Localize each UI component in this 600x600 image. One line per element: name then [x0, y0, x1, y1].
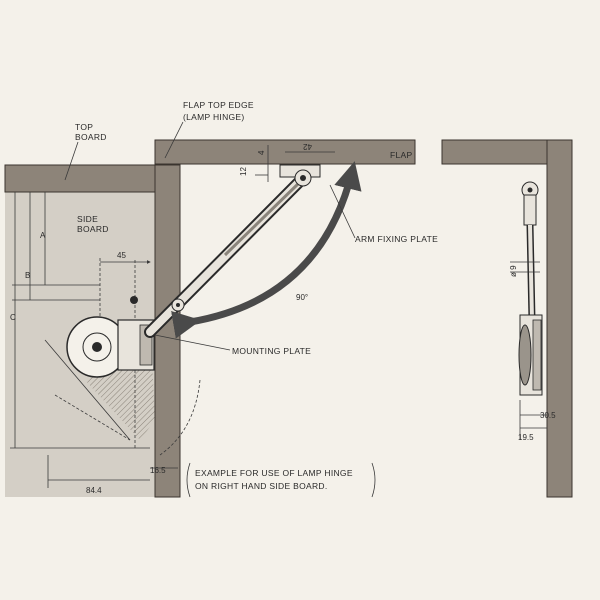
dim-a: A [40, 231, 46, 240]
dim-42: 42 [303, 142, 312, 151]
dim-b: B [25, 271, 30, 280]
right-view-flap [441, 139, 548, 165]
dim-19-5: 19.5 [518, 433, 534, 442]
right-view-side [546, 139, 573, 498]
dim-c: C [10, 313, 16, 322]
top-board-label-line2: BOARD [75, 132, 107, 142]
flap-top-edge-label-line2: (LAMP HINGE) [183, 112, 245, 122]
dim-45: 45 [117, 251, 126, 260]
top-board-label-line1: TOP [75, 122, 93, 132]
mounting-plate-label: MOUNTING PLATE [232, 346, 311, 356]
top-board [4, 164, 181, 193]
arm-fixing-plate-label: ARM FIXING PLATE [355, 234, 438, 244]
dim-84-4: 84.4 [86, 486, 102, 495]
example-note-line1: EXAMPLE FOR USE OF LAMP HINGE [195, 468, 353, 478]
dim-9: ø 9 [509, 265, 518, 277]
dim-12: 12 [239, 167, 248, 176]
flap-label: FLAP [390, 150, 412, 160]
dim-4: 4 [257, 150, 266, 155]
side-view-hinge [518, 181, 543, 396]
flap-top-edge-label-line1: FLAP TOP EDGE [183, 100, 254, 110]
example-note-line2: ON RIGHT HAND SIDE BOARD. [195, 481, 328, 491]
side-board-label-line1: SIDE [77, 214, 98, 224]
swing-arc [159, 379, 201, 456]
dim-30-5: 30.5 [540, 411, 556, 420]
angle-label: 90° [296, 293, 308, 302]
rotation-arrow [171, 161, 362, 339]
dim-16-5: 16.5 [150, 466, 166, 475]
side-board-label-line2: BOARD [77, 224, 109, 234]
